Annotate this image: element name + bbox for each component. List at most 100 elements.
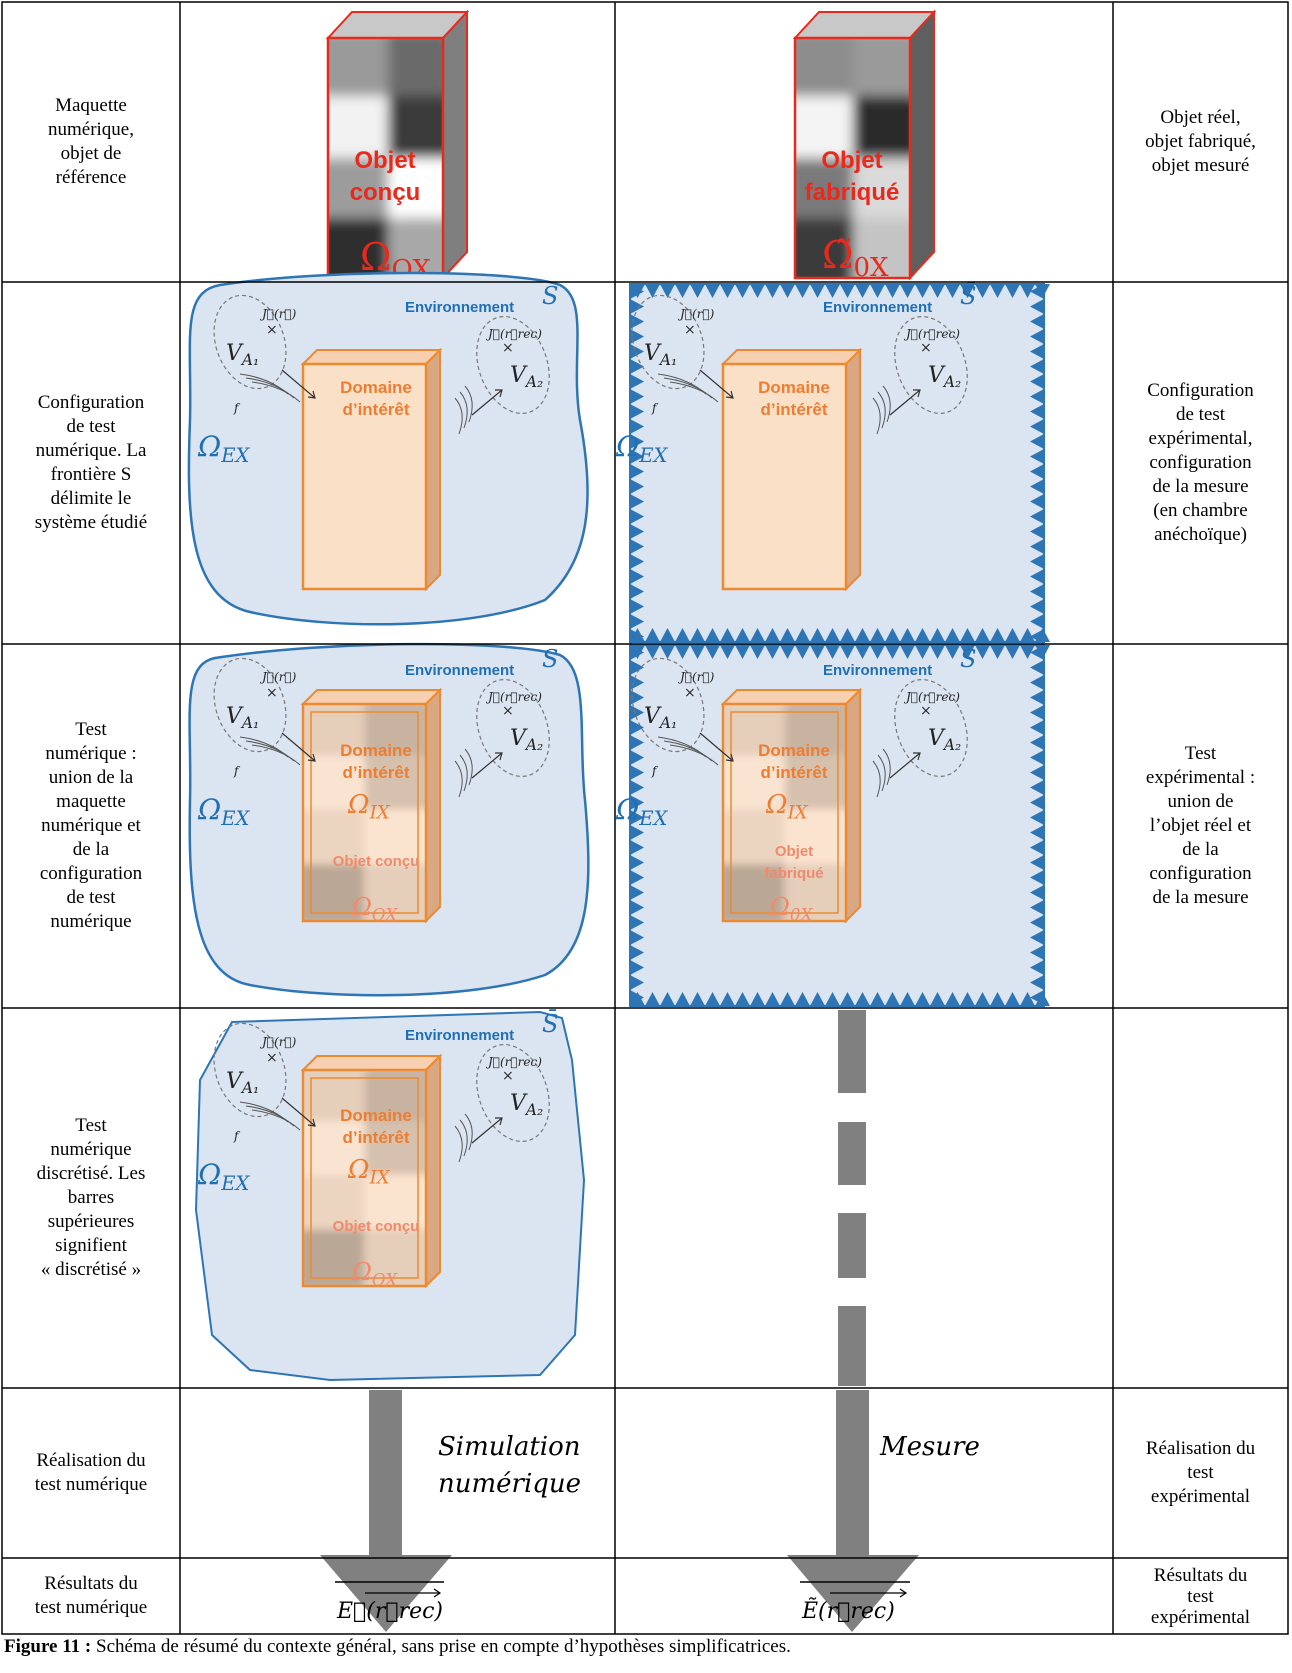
inner-object-label-2: fabriqué	[764, 865, 823, 882]
source-point-mark: ×	[684, 685, 696, 701]
omega-ox-label: Ω0X	[769, 893, 814, 924]
boundary-label: S̃	[960, 645, 976, 673]
simulation-label-2: numérique	[438, 1469, 581, 1499]
antenna-2-label: VA₂	[928, 726, 961, 754]
receiver-field-label: J⃗(r⃗rec)	[903, 327, 960, 341]
antenna-1-label: VA₁	[226, 341, 259, 369]
antenna-1-label: VA₁	[644, 341, 677, 369]
frequency-label: f	[233, 764, 241, 778]
domain-label-2: d’intérêt	[760, 400, 827, 419]
receiver-field-label: J⃗(r⃗rec)	[485, 1055, 542, 1069]
boundary-label: S̄	[542, 1010, 558, 1038]
frequency-label: f	[651, 401, 659, 415]
figure-caption: Figure 11 : Schéma de résumé du contexte…	[4, 1636, 1284, 1658]
source-field-label: J⃗(r⃗)	[259, 1035, 297, 1049]
incident-arrow	[699, 732, 734, 762]
scattered-arrow	[471, 389, 503, 416]
antenna-2-label: VA₂	[510, 1091, 543, 1119]
omega-ox-label: ΩOX	[351, 893, 398, 924]
scattered-arrowhead	[913, 752, 921, 761]
emitted-wave	[251, 1109, 301, 1131]
row5-left-label: Réalisation du test numérique	[34, 1450, 148, 1495]
incident-arrowhead	[307, 753, 316, 762]
dashed-measurement-line	[838, 1010, 866, 1386]
receiver-point-mark: ×	[920, 703, 932, 719]
omega-ex-label: ΩEX	[197, 1158, 251, 1195]
source-antenna-region	[631, 294, 705, 390]
numeric-result: E⃗(r⃗rec)	[335, 1581, 444, 1624]
omega-ix-label: ΩIX	[347, 790, 391, 824]
fabricated-object-symbol: Ω̃0X	[822, 233, 889, 283]
inner-object-label: Objet conçu	[333, 853, 420, 870]
simulation-label-1: Simulation	[438, 1432, 581, 1462]
domain-label-1: Domaine	[340, 741, 412, 760]
receiver-field-label: J⃗(r⃗rec)	[485, 690, 542, 704]
scattered-wave	[459, 391, 468, 429]
row5-right-label: Réalisation du test expérimental	[1145, 1438, 1256, 1507]
receiver-point-mark: ×	[502, 703, 514, 719]
measure-label: Mesure	[879, 1432, 980, 1462]
antenna-1-label: VA₁	[226, 1069, 259, 1097]
incident-arrow	[281, 369, 316, 399]
row3-right-label: Test expérimental : union de l’objet rée…	[1145, 743, 1256, 908]
omega-ex-label: ΩEX	[197, 430, 251, 467]
boundary-label: S	[542, 282, 558, 310]
fabricated-object-label-1: Objet	[821, 147, 882, 174]
antenna-2-label: VA₂	[510, 363, 543, 391]
row1-left-label: Maquette numérique, objet de référence	[47, 95, 134, 188]
omega-ox-label: ΩOX	[351, 1258, 398, 1289]
source-point-mark: ×	[266, 1050, 278, 1066]
domain-box	[300, 347, 443, 592]
measure-arrow	[787, 1390, 919, 1632]
incident-arrowhead	[307, 1118, 316, 1127]
scattered-arrowhead	[495, 389, 503, 398]
row4-right-label	[1115, 1010, 1286, 1386]
frequency-label: f	[233, 401, 241, 415]
scattered-wave	[454, 1125, 463, 1163]
domain-box	[720, 347, 863, 592]
source-antenna-region	[213, 294, 287, 390]
omega-ix-label: ΩIX	[765, 790, 809, 824]
emitted-wave	[251, 744, 301, 766]
receiver-point-mark: ×	[502, 340, 514, 356]
omega-ex-label: ΩEX	[197, 793, 251, 830]
scattered-wave	[464, 748, 473, 786]
domain-label-2: d’intérêt	[342, 763, 409, 782]
scattered-arrow	[471, 752, 503, 779]
receiver-point-mark: ×	[920, 340, 932, 356]
scattered-wave	[459, 1119, 468, 1157]
source-antenna-region	[213, 1022, 287, 1118]
svg-text:E⃗(r⃗rec): E⃗(r⃗rec)	[336, 1599, 443, 1624]
environment-label: Environnement	[823, 299, 932, 316]
receiver-antenna-region	[476, 678, 550, 778]
scattered-arrow	[889, 389, 921, 416]
scattered-arrow	[471, 1117, 503, 1144]
scattered-wave	[877, 754, 886, 792]
incident-arrowhead	[307, 390, 316, 399]
boundary-label: S̃	[960, 282, 976, 310]
omega-ex-label: ΩEX	[615, 793, 669, 830]
source-antenna-region	[213, 657, 287, 753]
receiver-antenna-region	[476, 1043, 550, 1143]
boundary-label: S	[542, 645, 558, 673]
incident-arrowhead	[725, 390, 734, 399]
receiver-field-label: J⃗(r⃗rec)	[903, 690, 960, 704]
source-field-label: J⃗(r⃗)	[677, 670, 715, 684]
domain-box	[300, 687, 443, 924]
scattered-wave	[454, 397, 463, 435]
domain-label-1: Domaine	[340, 378, 412, 397]
antenna-1-label: VA₁	[226, 704, 259, 732]
scattered-wave	[454, 760, 463, 798]
frequency-label: f	[233, 1129, 241, 1143]
receiver-antenna-region	[894, 678, 968, 778]
fabricated-object	[792, 9, 937, 281]
inner-object-label: Objet conçu	[333, 1218, 420, 1235]
source-field-label: J⃗(r⃗)	[259, 670, 297, 684]
antenna-2-label: VA₂	[928, 363, 961, 391]
emitted-wave	[669, 381, 719, 403]
row2-left-label: Configuration de test numérique. La fron…	[34, 392, 148, 533]
omega-ix-label: ΩIX	[347, 1155, 391, 1189]
domain-label-2: d’intérêt	[342, 400, 409, 419]
inner-object-label-1: Objet	[775, 843, 813, 860]
